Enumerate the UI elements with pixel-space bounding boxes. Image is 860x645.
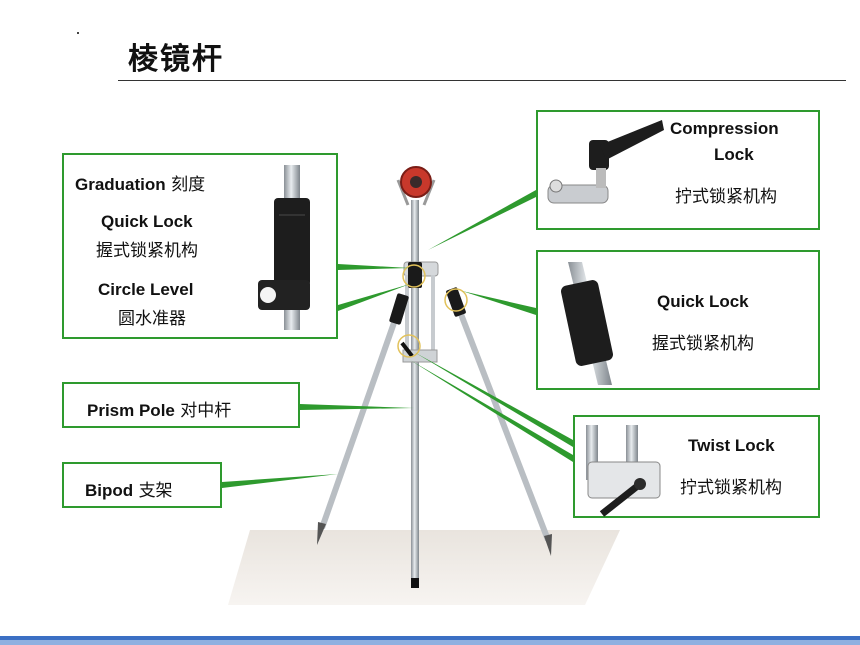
prism-pole-label: Prism Pole 对中杆 [87,401,232,421]
prism-pole [411,200,419,580]
prism-pole-box [62,382,300,428]
inset-compression-photo [547,120,664,204]
twist-lock-label-cn: 拧式锁紧机构 [680,478,782,498]
quick-lock-label-cn: 握式锁紧机构 [96,241,198,261]
compression-lock-label-1: Compression [670,119,779,138]
leader-graduation-2 [338,284,410,311]
bipod-left-leg [319,299,405,529]
callout-circle-right-lock [444,288,468,312]
prism-yoke-left [396,179,410,206]
page-title: 棱镜杆 [128,42,224,77]
footer-accent-bar [0,636,860,640]
twist-lock-handle [400,341,414,358]
leader-twist-2 [410,360,573,462]
prism-yoke-right [422,179,436,206]
prism-glass [410,176,422,188]
callout-circle-twist-lock [397,334,421,358]
floor-shadow [228,530,620,605]
callout-circle-quick-lock [402,264,426,288]
leader-bipod [222,474,338,488]
compression-lock-label-2: Lock [714,145,754,164]
leader-quick-lock-right [462,291,536,315]
footer-accent-bar-light [0,640,860,645]
graduation-label: Graduation 刻度 [75,175,206,195]
bipod-label: Bipod 支架 [85,481,173,501]
bipod-box [62,462,222,508]
decor-dot [77,32,79,34]
pole-tip [411,578,419,588]
circle-level-label-en: Circle Level [98,280,194,299]
inset-twist-lock-photo [586,425,661,517]
circle-level-label-cn: 圆水准器 [118,309,186,329]
leader-twist-1 [414,352,573,447]
title-divider [118,80,846,81]
quick-lock-label-en: Quick Lock [101,212,193,231]
inset-quick-lock-photo [561,262,613,385]
right-foot-spike [544,534,552,556]
left-foot-spike [317,522,326,545]
quick-lock-right-label-cn: 握式锁紧机构 [652,334,754,354]
leader-compression [428,190,536,250]
bipod-right-leg [451,294,551,542]
inset-graduation-photo [258,165,310,330]
compression-lock-box [536,110,820,230]
quick-lock-left-sleeve [389,293,409,325]
quick-lock-right-label-en: Quick Lock [657,292,749,311]
leader-prism-pole [300,404,414,410]
pole-quick-lock [408,262,422,288]
leader-graduation-1 [338,264,410,270]
twist-lock-label-en: Twist Lock [688,436,775,455]
compression-lock-label-cn: 拧式锁紧机构 [675,187,777,207]
